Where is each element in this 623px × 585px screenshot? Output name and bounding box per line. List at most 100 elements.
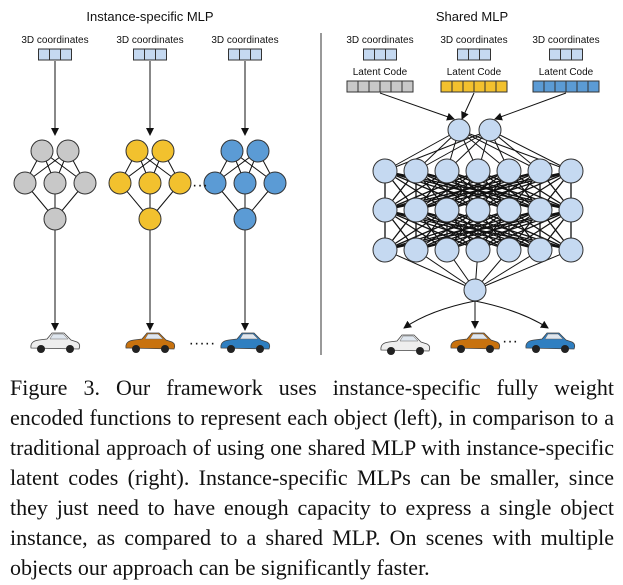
input-arrow xyxy=(461,92,475,120)
coord-input-box xyxy=(133,48,167,61)
car-window xyxy=(399,335,419,342)
car-wheel xyxy=(387,347,395,355)
coord-input-box xyxy=(38,48,72,61)
code-cell xyxy=(368,80,381,93)
output-arrow xyxy=(403,300,476,329)
neuron xyxy=(496,158,522,184)
white-car-icon xyxy=(30,332,81,353)
right-car-ellipsis: ··· xyxy=(502,333,518,350)
car-wheel xyxy=(256,345,264,353)
instance-mlp: 3D coordinates xyxy=(203,35,287,353)
coord-label: 3D coordinates xyxy=(346,35,413,46)
car-wheel xyxy=(132,345,140,353)
code-cell xyxy=(484,80,497,93)
neuron xyxy=(527,237,553,263)
car-wheel xyxy=(227,345,235,353)
neuron xyxy=(372,237,398,263)
code-cell xyxy=(543,80,556,93)
edge xyxy=(415,129,491,172)
neuron xyxy=(527,197,553,223)
neuron xyxy=(434,197,460,223)
neuron xyxy=(108,171,132,195)
neuron xyxy=(403,158,429,184)
code-cell xyxy=(357,80,370,93)
instance-mlp: 3D coordinates xyxy=(13,35,97,353)
car-body xyxy=(125,332,176,350)
latent-label: Latent Code xyxy=(353,67,408,78)
code-cell xyxy=(38,48,50,61)
code-cell xyxy=(479,48,491,61)
car-window xyxy=(144,333,164,340)
latent-label: Latent Code xyxy=(539,67,594,78)
latent-code-box xyxy=(532,80,600,93)
code-cell xyxy=(250,48,262,61)
neuron xyxy=(168,171,192,195)
neuron xyxy=(434,158,460,184)
car-wheel xyxy=(561,345,569,353)
code-cell xyxy=(571,48,583,61)
car-wheel xyxy=(486,345,494,353)
code-cell xyxy=(49,48,61,61)
code-cell xyxy=(576,80,589,93)
neuron xyxy=(465,237,491,263)
car-wheel xyxy=(37,345,45,353)
neuron xyxy=(263,171,287,195)
code-cell xyxy=(532,80,545,93)
neuron xyxy=(138,207,162,231)
shared-outputs xyxy=(380,300,576,355)
edge xyxy=(384,129,460,172)
input-arrow xyxy=(494,92,567,121)
neuron xyxy=(43,207,67,231)
orange-car-icon xyxy=(125,332,176,353)
code-cell xyxy=(549,48,561,61)
coord-input-box xyxy=(549,48,583,61)
coord-label: 3D coordinates xyxy=(116,35,183,46)
edge xyxy=(477,209,572,251)
code-cell xyxy=(379,80,392,93)
instance-mlp: 3D coordinates xyxy=(108,35,192,353)
neuron xyxy=(246,139,270,163)
code-cell xyxy=(374,48,386,61)
car-body xyxy=(220,332,271,350)
car-body xyxy=(30,332,81,350)
latent-code-box xyxy=(440,80,508,93)
code-cell xyxy=(144,48,156,61)
coord-label: 3D coordinates xyxy=(21,35,88,46)
neuron xyxy=(203,171,227,195)
edge xyxy=(474,249,541,291)
code-cell xyxy=(468,48,480,61)
edge xyxy=(384,249,476,291)
edge xyxy=(384,129,491,172)
code-cell xyxy=(451,80,464,93)
neuron xyxy=(403,237,429,263)
edge xyxy=(384,209,479,251)
left-panel-title: Instance-specific MLP xyxy=(86,9,213,24)
left-ellipsis: ··· xyxy=(192,177,208,194)
figure-caption: Figure 3. Our framework uses instance-sp… xyxy=(10,375,614,580)
neuron xyxy=(138,171,162,195)
coord-label: 3D coordinates xyxy=(440,35,507,46)
coord-input-box xyxy=(363,48,397,61)
neuron xyxy=(496,237,522,263)
blue-car-icon xyxy=(220,332,271,353)
code-cell xyxy=(457,48,469,61)
input-arrow xyxy=(379,92,455,121)
neuron xyxy=(447,118,471,142)
neuron xyxy=(56,139,80,163)
neuron xyxy=(527,158,553,184)
output-arrow xyxy=(474,300,549,329)
code-cell xyxy=(239,48,251,61)
latent-label: Latent Code xyxy=(447,67,502,78)
white-car-icon xyxy=(380,334,431,355)
code-cell xyxy=(473,80,486,93)
code-cell xyxy=(587,80,600,93)
instance-mlps: 3D coordinates 3D coordinates 3D coordinat… xyxy=(13,35,287,353)
car-body xyxy=(450,332,501,350)
code-cell xyxy=(60,48,72,61)
neuron xyxy=(30,139,54,163)
coord-label: 3D coordinates xyxy=(211,35,278,46)
